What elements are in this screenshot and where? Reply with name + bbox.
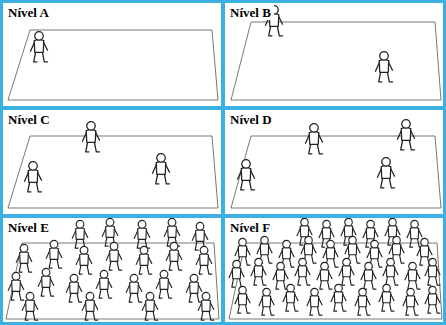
level-label: Nível D [227, 112, 275, 127]
level-panel: Nível B [222, 0, 446, 109]
level-label: Nível C [5, 112, 53, 127]
panel-a-art [8, 30, 218, 100]
level-panel: Nível F [222, 215, 446, 325]
panel-c-art [8, 122, 218, 208]
level-panel: Nível D [222, 107, 446, 217]
panel-e-art [6, 218, 219, 320]
panel-d-art [231, 120, 441, 208]
level-label: Nível E [5, 220, 52, 235]
level-label: Nível B [227, 5, 274, 20]
level-panel: Nível E [0, 215, 224, 325]
level-label: Nível F [227, 220, 273, 235]
level-label: Nível A [5, 5, 52, 20]
level-panel: Nível C [0, 107, 224, 217]
level-panel: Nível A [0, 0, 224, 109]
